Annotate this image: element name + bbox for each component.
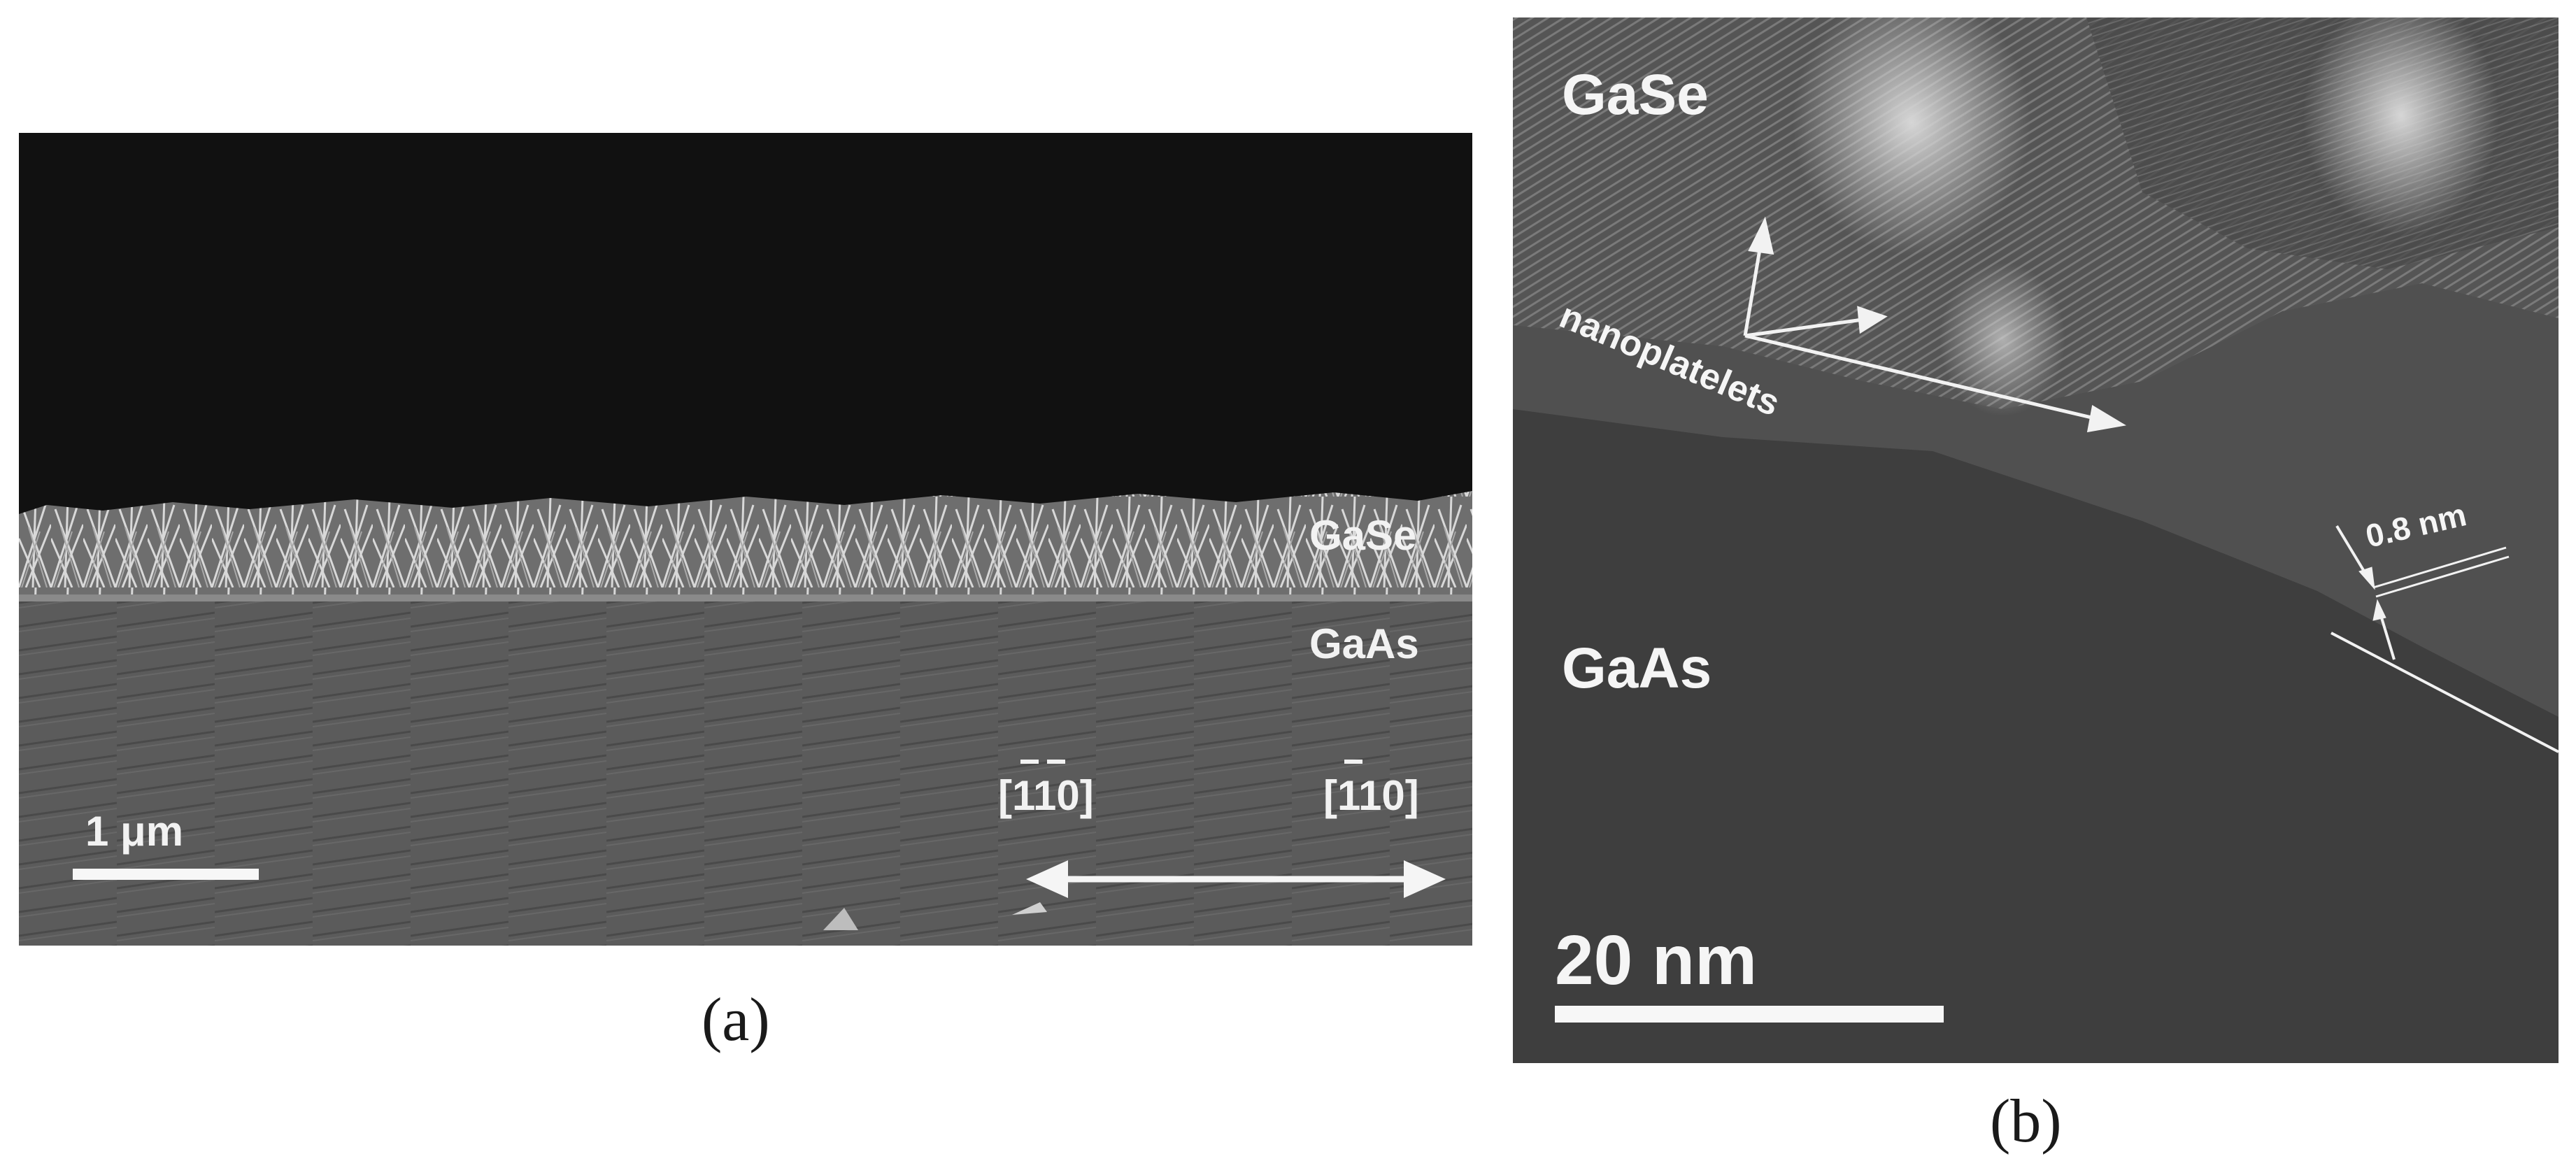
panel-b-caption: (b) <box>1990 1088 2062 1155</box>
scale-bar <box>1555 1006 1944 1023</box>
nanoplatelet-arrows <box>1743 216 2127 433</box>
overbar-right <box>1344 760 1362 764</box>
sem-micrograph <box>19 133 1472 946</box>
gaas-substrate <box>19 598 1472 946</box>
gase-layer <box>19 491 1472 601</box>
lattice-spacing-marker <box>2331 525 2559 753</box>
crystal-direction-left: [110] <box>998 772 1094 819</box>
scale-bar-label: 20 nm <box>1555 921 1758 999</box>
tem-image-panel: GaSe GaAs nanoplatelets 0.8 nm 20 nm <box>1513 17 2559 1063</box>
panel-a-caption: (a) <box>702 986 770 1054</box>
gaas-layer-label: GaAs <box>1562 636 1712 700</box>
gase-layer-label: GaSe <box>1562 63 1709 127</box>
crystal-direction-right: [110] <box>1323 772 1419 819</box>
overbar-left <box>1020 760 1039 764</box>
gaas-layer-label: GaAs <box>1309 620 1419 667</box>
gase-layer-label: GaSe <box>1309 512 1417 559</box>
scale-bar <box>73 869 259 880</box>
tem-micrograph <box>1513 17 2559 1063</box>
direction-arrow <box>1026 860 1446 898</box>
overbar-left <box>1047 760 1065 764</box>
gaas-region <box>1513 409 2559 1063</box>
scale-bar-label: 1 μm <box>85 808 184 855</box>
sem-image-panel: GaSe GaAs 1 μm [110] [110] <box>19 133 1472 946</box>
